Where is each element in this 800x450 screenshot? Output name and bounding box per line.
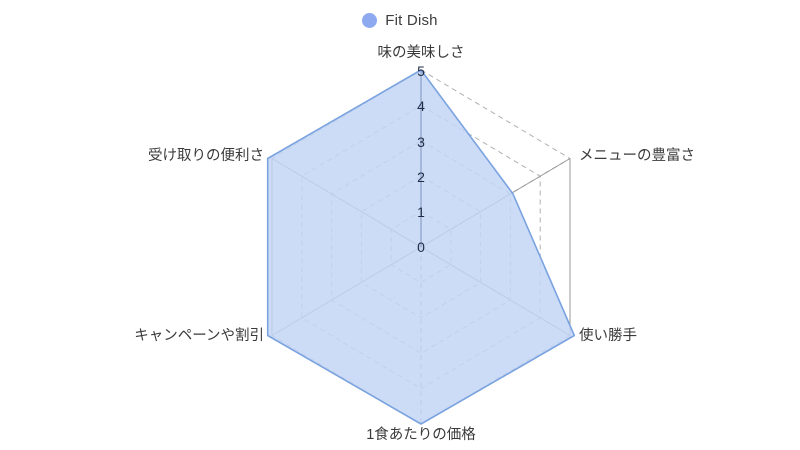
axis-label-price-per-meal: 1食あたりの価格 xyxy=(366,426,476,443)
axis-label-campaign-discount: キャンペーンや割引 xyxy=(134,327,264,344)
tick-label-2: 2 xyxy=(417,169,425,185)
legend-swatch-icon xyxy=(362,12,378,28)
legend-series-label: Fit Dish xyxy=(385,11,438,29)
axis-label-pickup-convenience: 受け取りの便利さ xyxy=(148,147,264,164)
tick-label-5: 5 xyxy=(417,63,425,79)
axis-label-usability: 使い勝手 xyxy=(579,327,637,344)
chart-legend: Fit Dish xyxy=(0,8,800,32)
tick-label-3: 3 xyxy=(417,134,425,150)
tick-label-1: 1 xyxy=(417,204,425,220)
tick-label-0: 0 xyxy=(417,239,425,255)
category-axis-labels: 味の美味しさ メニューの豊富さ 使い勝手 1食あたりの価格 キャンペーンや割引 … xyxy=(134,44,695,443)
axis-label-menu-variety: メニューの豊富さ xyxy=(579,146,695,164)
tick-label-4: 4 xyxy=(417,98,425,114)
radial-tick-labels: 5 4 3 2 1 0 xyxy=(417,63,425,255)
axis-label-taste: 味の美味しさ xyxy=(378,44,465,61)
